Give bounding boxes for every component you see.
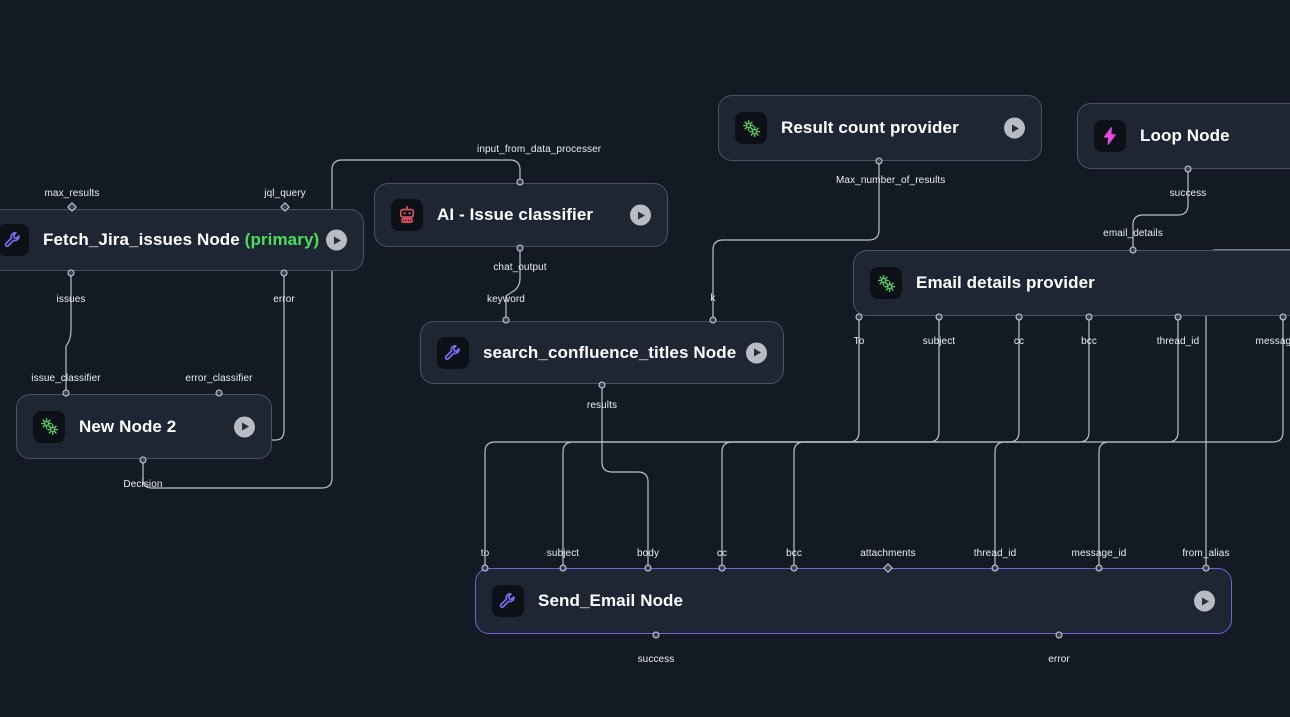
port-label: input_from_data_processer [477, 144, 602, 155]
port-label: subject [922, 336, 956, 347]
port-dot[interactable] [280, 269, 288, 277]
node-send_email[interactable]: Send_Email Node [475, 568, 1232, 634]
port-dot[interactable] [652, 631, 660, 639]
port-label: keyword [487, 294, 525, 305]
lightning-icon [1094, 120, 1126, 152]
node-primary-tag: (primary) [239, 230, 320, 249]
port-dot[interactable] [516, 178, 524, 186]
port-dot[interactable] [935, 313, 943, 321]
node-title: Send_Email Node [538, 591, 684, 610]
run-node-play-icon[interactable] [326, 229, 347, 251]
port-label: max_results [44, 188, 100, 199]
node-title: New Node 2 [79, 416, 177, 436]
port-label: bcc [786, 548, 802, 559]
port-label: Max_number_of_results [836, 175, 946, 186]
gears-icon [33, 410, 65, 443]
node-result_count_provider[interactable]: Result count provider [718, 95, 1042, 161]
port-dot[interactable] [1184, 165, 1192, 173]
port-dot[interactable] [1085, 313, 1093, 321]
port-label: success [1169, 188, 1207, 199]
port-label: error [1048, 654, 1070, 665]
port-label: error_classifier [185, 373, 253, 384]
node-title: Email details provider [916, 273, 1095, 292]
run-node-play-icon[interactable] [1194, 590, 1215, 612]
node-title: Result count provider [781, 118, 959, 137]
node-title: search_confluence_titles Node [483, 342, 737, 362]
port-label: jql_query [264, 188, 306, 199]
port-dot[interactable] [991, 564, 999, 572]
port-label: to [480, 548, 490, 559]
port-dot[interactable] [1015, 313, 1023, 321]
port-dot[interactable] [1129, 246, 1137, 254]
wrench-icon [437, 336, 469, 369]
port-dot[interactable] [718, 564, 726, 572]
port-dot[interactable] [1202, 564, 1210, 572]
graph-edge [994, 316, 1179, 569]
port-label: thread_id [1156, 336, 1200, 347]
port-label: success [637, 654, 675, 665]
run-node-play-icon[interactable] [234, 416, 255, 437]
port-label: message_id [1255, 336, 1290, 347]
port-label: thread_id [973, 548, 1017, 559]
port-label: results [586, 400, 618, 411]
port-dot[interactable] [875, 157, 883, 165]
port-label: from_alias [1182, 548, 1230, 559]
node-loop_node[interactable]: Loop Node [1077, 103, 1290, 169]
port-label: issues [56, 294, 86, 305]
graph-edge [505, 247, 521, 321]
node-email_details_provider[interactable]: Email details provider [853, 250, 1290, 316]
gears-icon [735, 112, 767, 144]
gears-icon [870, 267, 902, 299]
graph-edge [793, 316, 1090, 569]
node-fetch_jira[interactable]: Fetch_Jira_issues Node (primary) [0, 209, 364, 271]
port-label: Decision [123, 479, 163, 490]
port-dot[interactable] [516, 244, 524, 252]
port-label: error [273, 294, 295, 305]
graph-edge [1132, 168, 1189, 251]
port-label: cc [1013, 336, 1025, 347]
port-dot[interactable] [67, 269, 75, 277]
graph-edge [601, 384, 649, 569]
port-dot[interactable] [598, 381, 606, 389]
wrench-icon [0, 224, 29, 256]
port-label: cc [716, 548, 728, 559]
port-dot[interactable] [215, 389, 223, 397]
port-dot[interactable] [502, 316, 510, 324]
port-dot[interactable] [790, 564, 798, 572]
port-label: attachments [860, 548, 916, 559]
port-dot[interactable] [559, 564, 567, 572]
port-dot[interactable] [1174, 313, 1182, 321]
node-search_confluence[interactable]: search_confluence_titles Node [420, 321, 784, 384]
graph-edge [1098, 316, 1284, 569]
port-dot[interactable] [709, 316, 717, 324]
run-node-play-icon[interactable] [1004, 117, 1025, 139]
port-dot[interactable] [62, 389, 70, 397]
node-new_node_2[interactable]: New Node 2 [16, 394, 272, 459]
port-dot[interactable] [1095, 564, 1103, 572]
wrench-icon [492, 585, 524, 617]
port-dot[interactable] [481, 564, 489, 572]
port-label: email_details [1103, 228, 1163, 239]
port-label: chat_output [493, 262, 547, 273]
node-ai_issue_classifier[interactable]: AI - Issue classifier [374, 183, 668, 247]
node-title: Fetch_Jira_issues Node (primary) [43, 230, 320, 249]
node-title: AI - Issue classifier [437, 205, 594, 224]
port-label: To [853, 336, 865, 347]
port-dot[interactable] [855, 313, 863, 321]
port-dot[interactable] [1055, 631, 1063, 639]
port-dot[interactable] [1279, 313, 1287, 321]
run-node-play-icon[interactable] [746, 342, 767, 363]
node-title: Loop Node [1140, 126, 1230, 145]
run-node-play-icon[interactable] [630, 204, 651, 226]
port-label: body [636, 548, 660, 559]
port-label: subject [546, 548, 580, 559]
port-label: bcc [1081, 336, 1097, 347]
port-label: k [710, 293, 716, 304]
robot-icon [391, 199, 423, 231]
port-label: message_id [1071, 548, 1127, 559]
graph-edge [65, 272, 72, 394]
port-label: issue_classifier [31, 373, 101, 384]
port-dot[interactable] [139, 456, 147, 464]
port-dot[interactable] [644, 564, 652, 572]
